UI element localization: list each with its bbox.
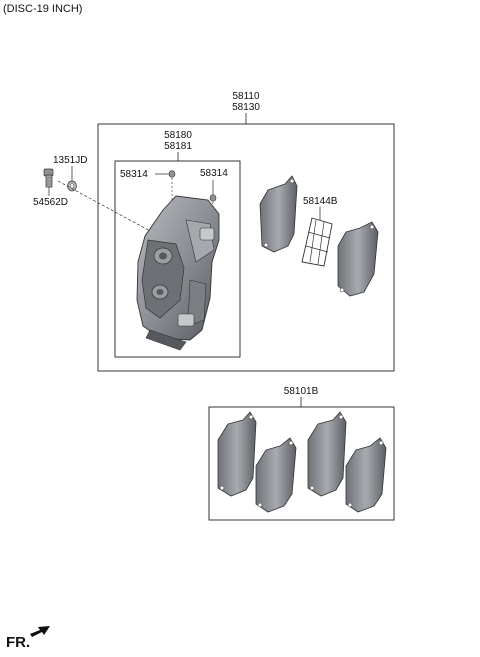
- front-direction-arrow-icon: [30, 626, 50, 637]
- washer-icon: [67, 180, 77, 192]
- label-assembly-58110: 58110: [232, 91, 260, 102]
- label-pin-58314-left: 58314: [120, 169, 148, 180]
- label-caliper-58181: 58181: [164, 141, 192, 152]
- pad-kit-frame: [208, 406, 395, 521]
- caliper-frame: [114, 160, 241, 358]
- label-assembly-58130: 58130: [232, 102, 260, 113]
- brake-pad-icon: [345, 437, 387, 513]
- label-clip-58144B: 58144B: [303, 196, 338, 207]
- brake-pad-icon: [259, 175, 298, 253]
- bolt-icon: [43, 168, 54, 188]
- label-washer-1351JD: 1351JD: [53, 155, 88, 166]
- spring-clip-icon: [301, 217, 333, 267]
- label-pad-kit-58101B: 58101B: [283, 386, 319, 397]
- guide-pin-left-icon: [168, 170, 176, 178]
- guide-pin-right-icon: [209, 194, 217, 202]
- brake-pad-icon: [255, 437, 297, 513]
- page-title: (DISC-19 INCH): [3, 3, 83, 15]
- label-pin-58314-right: 58314: [200, 168, 228, 179]
- brake-pad-icon: [337, 221, 379, 297]
- caliper-body-icon: [136, 195, 220, 351]
- label-caliper-58180: 58180: [164, 130, 192, 141]
- brake-pad-icon: [217, 411, 257, 497]
- brake-pad-icon: [307, 411, 347, 497]
- front-marker-label: FR.: [6, 634, 31, 651]
- label-bolt-54562D: 54562D: [33, 197, 69, 208]
- assembly-frame: [97, 123, 395, 372]
